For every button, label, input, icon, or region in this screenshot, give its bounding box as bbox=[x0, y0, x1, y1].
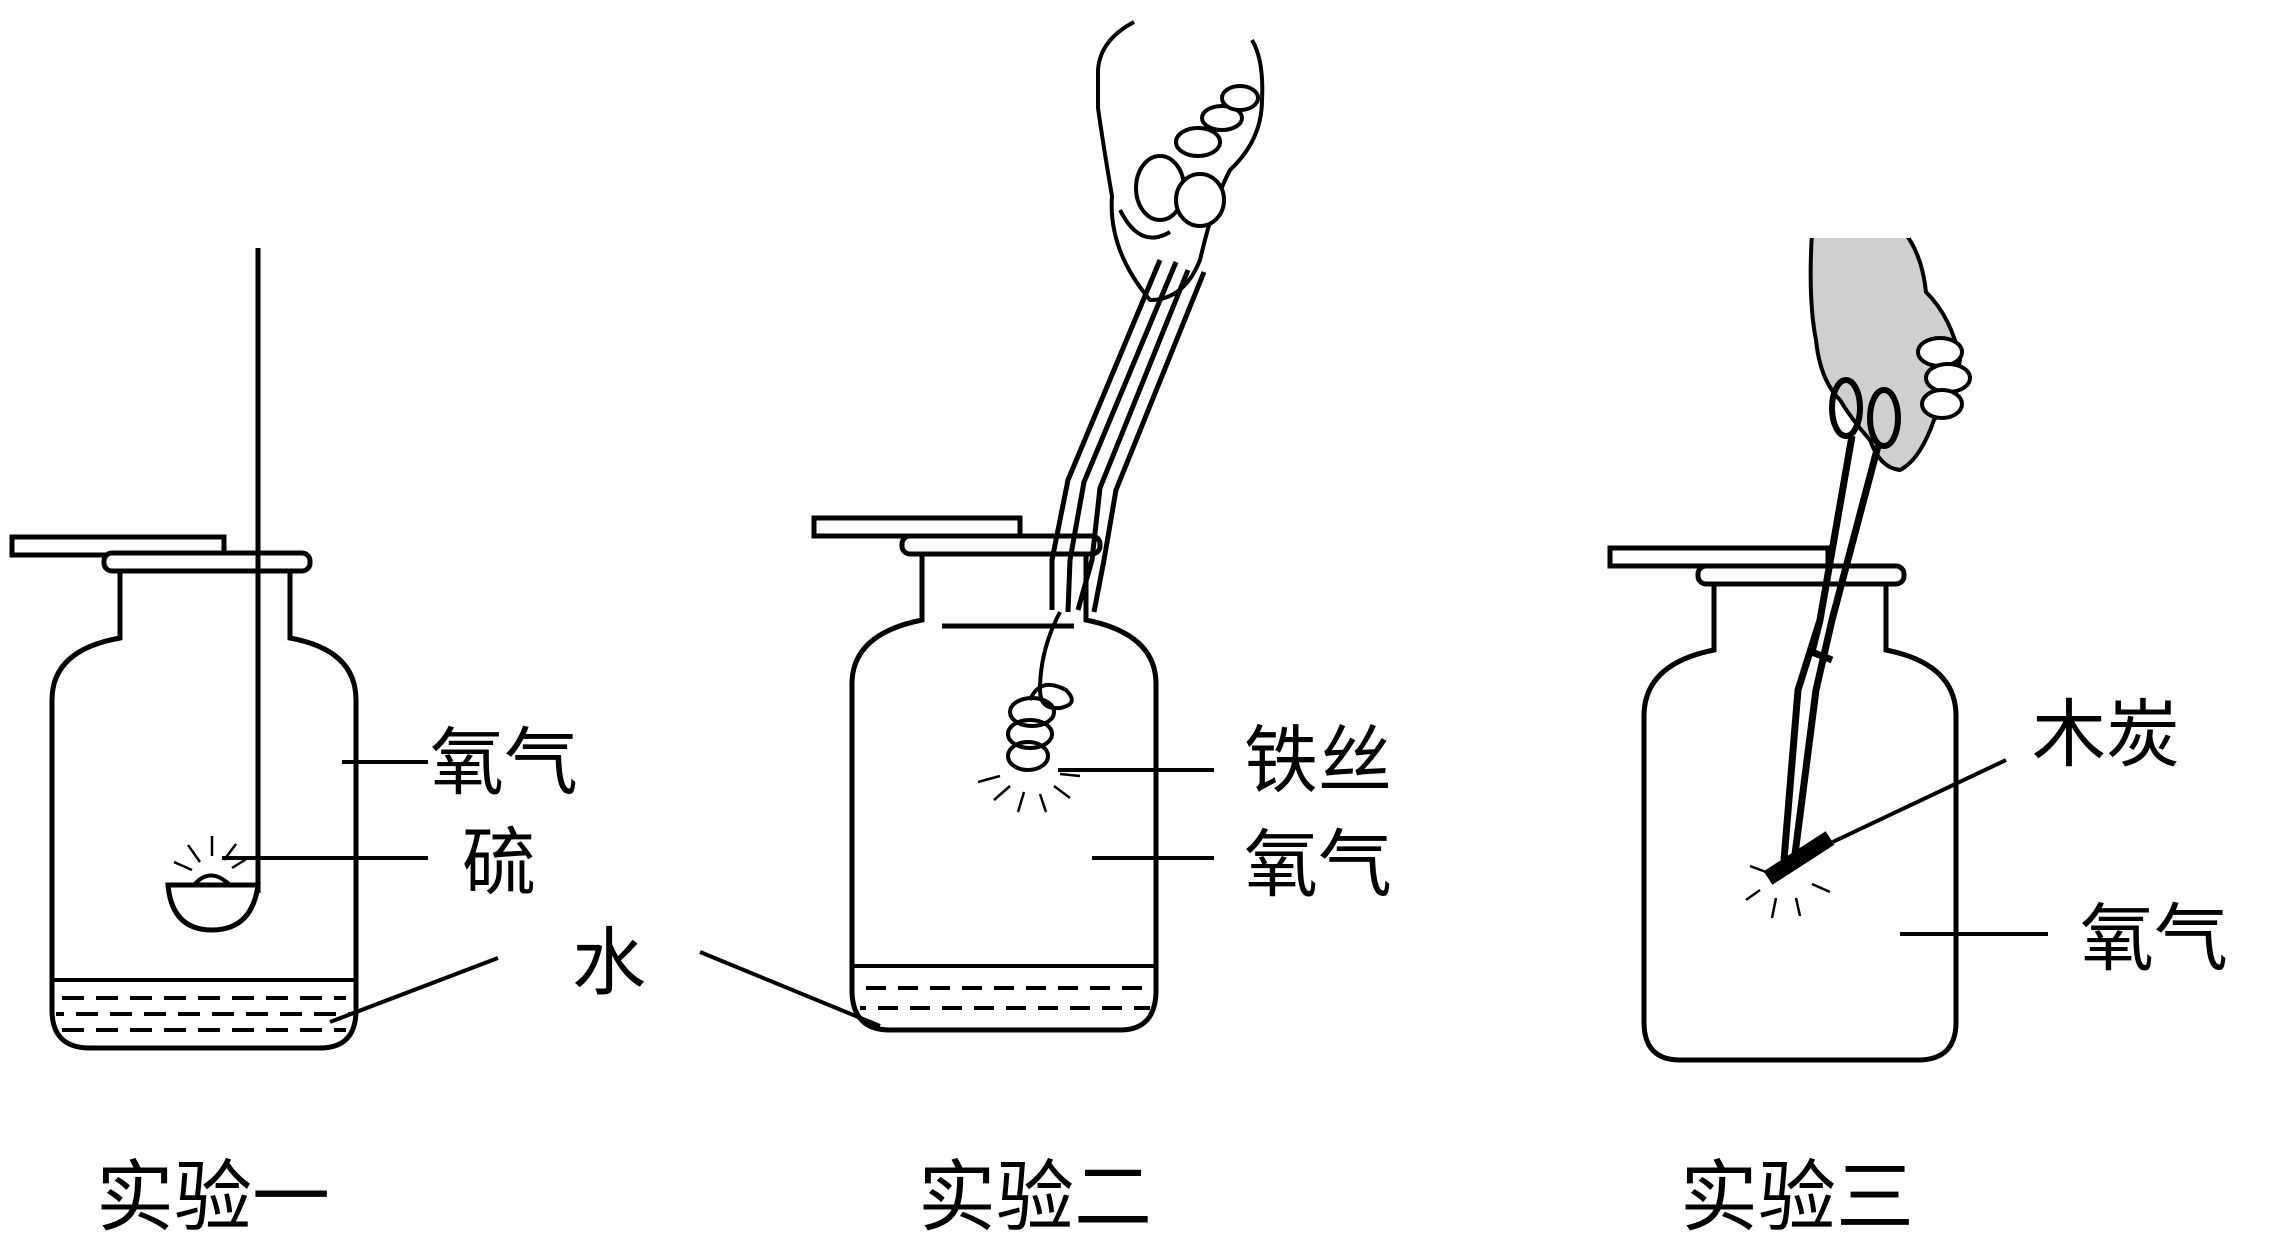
gas-jar bbox=[1641, 584, 1959, 1063]
crucible-tongs bbox=[942, 259, 1207, 629]
label-water: 水 bbox=[572, 920, 646, 1006]
jar-lip bbox=[899, 533, 1103, 557]
experiment-1: 氧气 硫 水 实验一 bbox=[9, 248, 646, 1243]
crucible-tongs bbox=[1780, 377, 1901, 863]
label-oxygen-3: 氧气 bbox=[2080, 896, 2228, 982]
hand-icon bbox=[1800, 228, 1972, 473]
caption-experiment-2: 实验二 bbox=[918, 1153, 1152, 1243]
caption-experiment-3: 实验三 bbox=[1680, 1153, 1914, 1243]
label-oxygen-2: 氧气 bbox=[1244, 822, 1392, 908]
gas-jar bbox=[49, 571, 359, 1051]
charcoal-piece bbox=[1763, 831, 1835, 885]
leader-water-1 bbox=[329, 956, 499, 1024]
label-sulfur: 硫 bbox=[462, 820, 536, 906]
leader-charcoal bbox=[1819, 758, 2007, 850]
water-layer bbox=[52, 978, 356, 1032]
glass-cover-plate bbox=[811, 515, 1023, 539]
experiment-3: 木炭 氧气 实验三 bbox=[1607, 228, 2228, 1243]
label-charcoal: 木炭 bbox=[2032, 692, 2180, 778]
leader-water-2 bbox=[699, 950, 881, 1028]
label-oxygen-1: 氧气 bbox=[430, 720, 578, 806]
flame-rays bbox=[977, 772, 1081, 813]
deflagrating-spoon-cup bbox=[165, 880, 261, 933]
caption-experiment-1: 实验一 bbox=[96, 1153, 330, 1243]
jar-lip bbox=[101, 550, 313, 574]
gas-jar bbox=[849, 554, 1159, 1033]
jar-lip bbox=[1695, 563, 1907, 587]
flame-rays bbox=[1745, 864, 1831, 919]
iron-wire-coil bbox=[1006, 611, 1074, 772]
experiment-2: 铁丝 氧气 实验二 bbox=[699, 20, 1392, 1243]
flame-rays bbox=[173, 836, 249, 872]
sulfur-lump bbox=[192, 873, 232, 887]
label-iron-wire: 铁丝 bbox=[1244, 718, 1392, 804]
glass-cover-plate bbox=[1607, 545, 1831, 569]
hand-icon bbox=[1096, 20, 1265, 303]
water-layer bbox=[852, 964, 1156, 1010]
